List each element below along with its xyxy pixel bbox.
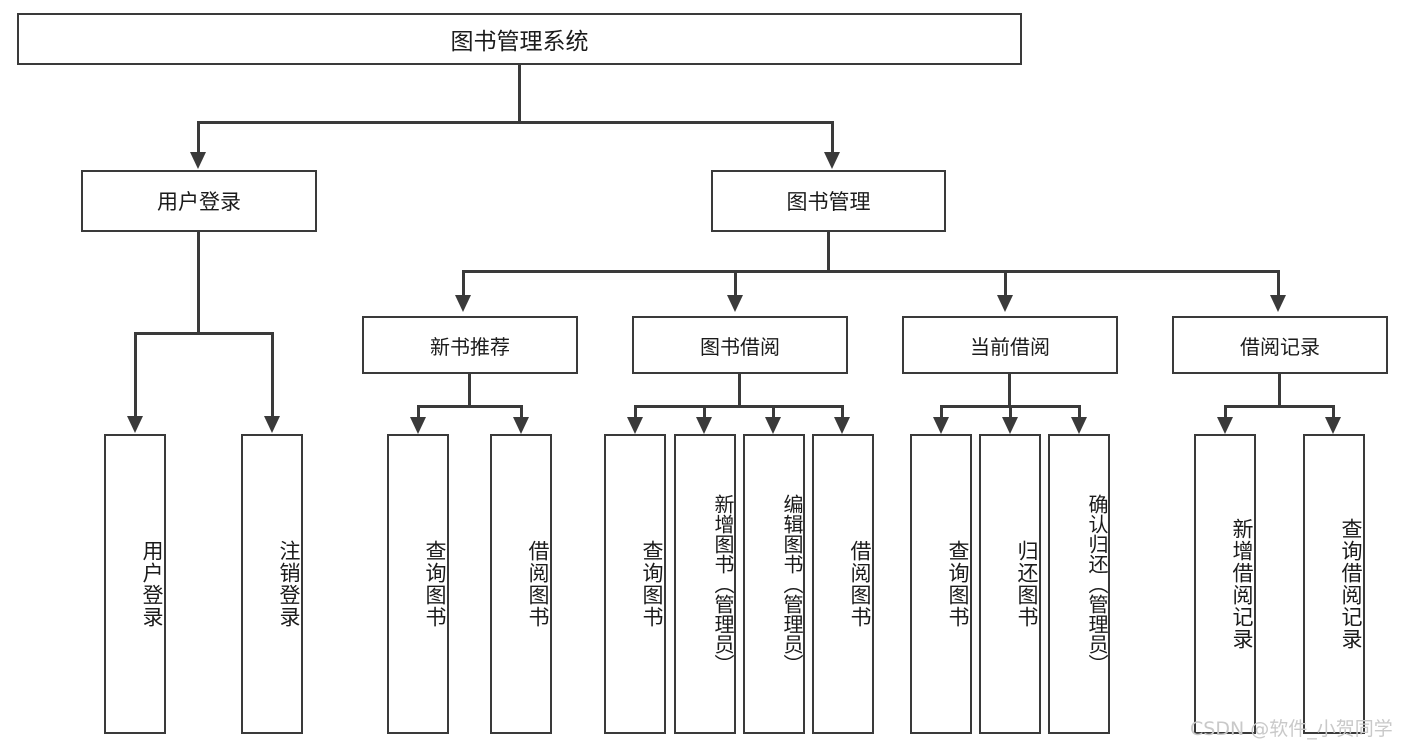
edge-br-drop-1 <box>1224 405 1227 419</box>
node-label: 查询图书 <box>640 540 664 628</box>
arrowhead-leaf-edit-book <box>765 417 781 434</box>
arrowhead-book-management <box>824 152 840 169</box>
edge-to-book-management <box>831 121 834 154</box>
edge-to-borrow-record <box>1277 270 1280 297</box>
leaf-edit-book-admin[interactable]: 编辑图书（管理员） <box>743 434 805 734</box>
edge-new-book-recommend-bus <box>417 405 523 408</box>
node-label: 新增图书（管理员） <box>711 494 735 674</box>
edge-bb-drop-1 <box>634 405 637 419</box>
node-user-login[interactable]: 用户登录 <box>81 170 317 232</box>
node-label: 图书借阅 <box>700 334 780 359</box>
node-label: 编辑图书（管理员） <box>780 494 804 674</box>
arrowhead-leaf-confirm-return <box>1071 417 1087 434</box>
node-label: 借阅图书 <box>526 540 550 628</box>
edge-to-new-book-recommend <box>462 270 465 297</box>
node-label: 注销登录 <box>277 540 301 628</box>
node-borrow-record[interactable]: 借阅记录 <box>1172 316 1388 374</box>
node-label: 查询图书 <box>946 540 970 628</box>
node-label: 归还图书 <box>1015 540 1039 628</box>
node-label: 借阅图书 <box>848 540 872 628</box>
node-label: 查询借阅记录 <box>1339 518 1363 650</box>
arrowhead-leaf-borrow-book-nbr <box>513 417 529 434</box>
edge-cb-drop-1 <box>940 405 943 419</box>
edge-user-login-bus <box>134 332 274 335</box>
arrowhead-user-login <box>190 152 206 169</box>
edge-book-borrow-bus <box>634 405 844 408</box>
leaf-borrow-book-recommend[interactable]: 借阅图书 <box>490 434 552 734</box>
edge-to-book-borrow <box>734 270 737 297</box>
csdn-watermark: CSDN @软件_小贺同学 <box>1190 718 1393 740</box>
edge-bb-drop-3 <box>772 405 775 419</box>
arrowhead-book-borrow <box>727 295 743 312</box>
edge-current-borrow-stem <box>1008 374 1011 407</box>
edge-bb-drop-4 <box>841 405 844 419</box>
arrowhead-leaf-logout <box>264 416 280 433</box>
arrowhead-leaf-borrow-book-bb <box>834 417 850 434</box>
node-label: 图书管理 <box>786 190 871 214</box>
leaf-query-book-borrow[interactable]: 查询图书 <box>604 434 666 734</box>
node-book-borrow[interactable]: 图书借阅 <box>632 316 848 374</box>
edge-user-login-drop-1 <box>134 332 137 418</box>
edge-bb-drop-2 <box>703 405 706 419</box>
edge-nbr-drop-2 <box>520 405 523 419</box>
node-label: 新增借阅记录 <box>1230 518 1254 650</box>
edge-book-borrow-stem <box>738 374 741 407</box>
node-label: 新书推荐 <box>430 334 510 359</box>
arrowhead-leaf-add-record <box>1217 417 1233 434</box>
leaf-confirm-return-admin[interactable]: 确认归还（管理员） <box>1048 434 1110 734</box>
node-book-management[interactable]: 图书管理 <box>711 170 946 232</box>
arrowhead-leaf-return-book <box>1002 417 1018 434</box>
leaf-add-book-admin[interactable]: 新增图书（管理员） <box>674 434 736 734</box>
arrowhead-borrow-record <box>1270 295 1286 312</box>
leaf-logout[interactable]: 注销登录 <box>241 434 303 734</box>
arrowhead-new-book-recommend <box>455 295 471 312</box>
leaf-borrow-book[interactable]: 借阅图书 <box>812 434 874 734</box>
node-new-book-recommend[interactable]: 新书推荐 <box>362 316 578 374</box>
edge-nbr-drop-1 <box>417 405 420 419</box>
arrowhead-leaf-query-record <box>1325 417 1341 434</box>
leaf-query-borrow-record[interactable]: 查询借阅记录 <box>1303 434 1365 734</box>
leaf-return-book[interactable]: 归还图书 <box>979 434 1041 734</box>
arrowhead-leaf-query-book-cb <box>933 417 949 434</box>
node-label: 用户登录 <box>157 190 241 214</box>
arrowhead-leaf-query-book-nbr <box>410 417 426 434</box>
leaf-query-book-recommend[interactable]: 查询图书 <box>387 434 449 734</box>
edge-user-login-stem <box>197 232 200 334</box>
edge-to-user-login <box>197 121 200 154</box>
arrowhead-current-borrow <box>997 295 1013 312</box>
edge-new-book-recommend-stem <box>468 374 471 407</box>
edge-level2-bus <box>462 270 1280 273</box>
edge-level1-bus <box>197 121 834 124</box>
leaf-query-book-current[interactable]: 查询图书 <box>910 434 972 734</box>
edge-book-management-stem <box>827 232 830 272</box>
node-current-borrow[interactable]: 当前借阅 <box>902 316 1118 374</box>
arrowhead-leaf-user-login <box>127 416 143 433</box>
arrowhead-leaf-query-book-bb <box>627 417 643 434</box>
edge-borrow-record-stem <box>1278 374 1281 407</box>
edge-user-login-drop-2 <box>271 332 274 418</box>
node-label: 借阅记录 <box>1240 334 1320 359</box>
node-label: 当前借阅 <box>970 334 1050 359</box>
node-label: 确认归还（管理员） <box>1085 494 1109 674</box>
leaf-user-login[interactable]: 用户登录 <box>104 434 166 734</box>
edge-br-drop-2 <box>1332 405 1335 419</box>
edge-cb-drop-3 <box>1078 405 1081 419</box>
arrowhead-leaf-add-book <box>696 417 712 434</box>
node-label: 用户登录 <box>140 540 164 628</box>
edge-root-stem <box>518 65 521 123</box>
edge-to-current-borrow <box>1004 270 1007 297</box>
leaf-add-borrow-record[interactable]: 新增借阅记录 <box>1194 434 1256 734</box>
node-label: 查询图书 <box>423 540 447 628</box>
node-label: 图书管理系统 <box>450 29 589 55</box>
edge-cb-drop-2 <box>1009 405 1012 419</box>
node-root-library-management-system[interactable]: 图书管理系统 <box>17 13 1022 65</box>
edge-borrow-record-bus <box>1224 405 1335 408</box>
